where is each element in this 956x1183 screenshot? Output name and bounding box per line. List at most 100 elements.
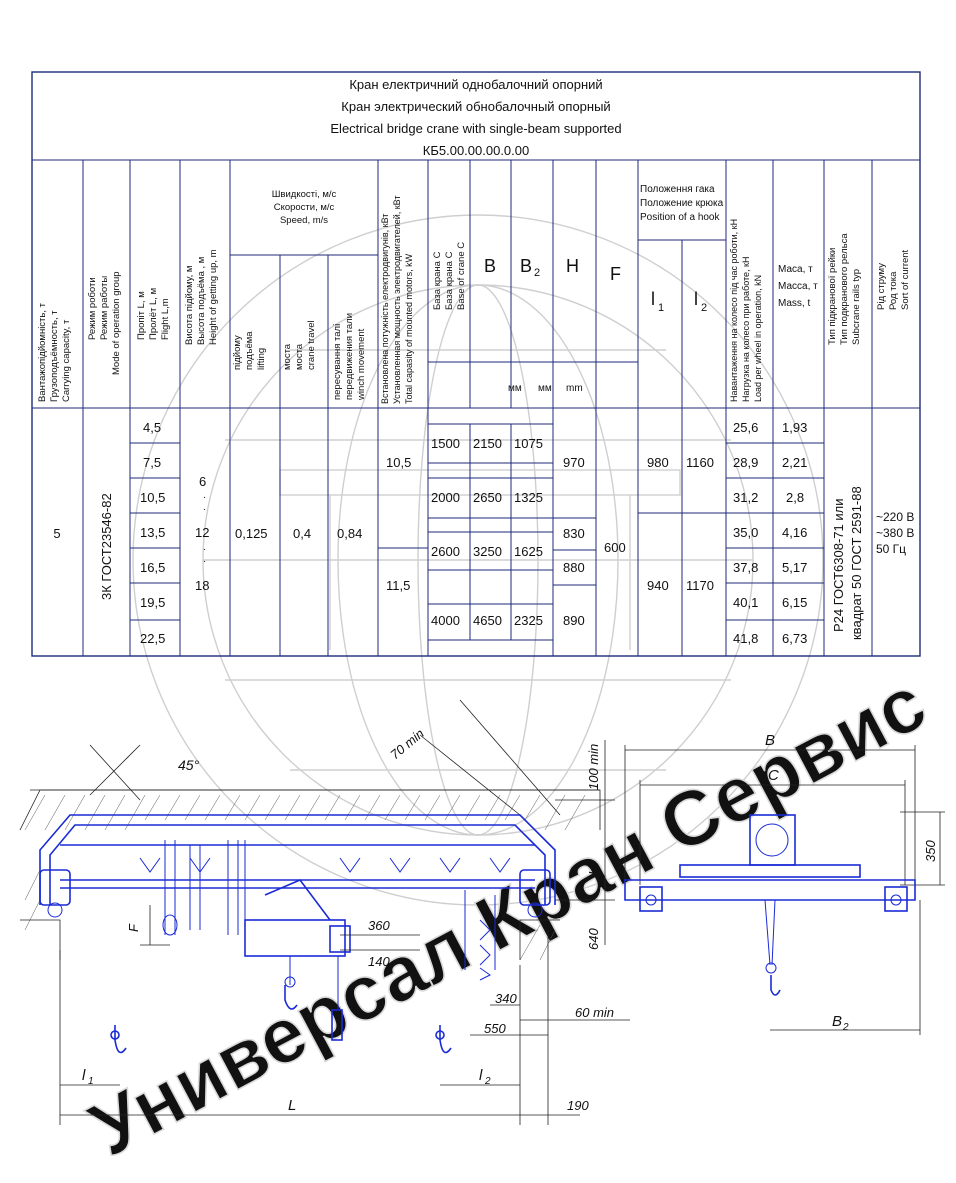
cell-mass-1: 1,93 bbox=[782, 420, 807, 435]
cell-l2-2: 1170 bbox=[686, 578, 714, 593]
svg-text:.: . bbox=[203, 490, 206, 501]
header-capacity-en: Carrying capacity, т bbox=[61, 319, 72, 402]
cell-span-1: 4,5 bbox=[143, 420, 161, 435]
cell-span-5: 16,5 bbox=[140, 560, 165, 575]
header-lifting-en: lifting bbox=[256, 348, 267, 370]
cell-base-4-B: 4650 bbox=[473, 613, 502, 628]
header-base-en: Base of crane C bbox=[456, 242, 467, 310]
dim-C: C bbox=[768, 767, 779, 784]
header-power-ru: Установленная мощность электродвигателей… bbox=[392, 195, 402, 404]
dim-550: 550 bbox=[484, 1021, 506, 1036]
dim-140: 140 bbox=[368, 954, 390, 969]
header-crane-en: crane travel bbox=[306, 320, 317, 370]
dim-F: F bbox=[126, 923, 141, 932]
header-base-ua: База крана С bbox=[432, 251, 443, 310]
watermark-seal: Универсал Кран Сервис bbox=[75, 214, 940, 1174]
header-B2-sub: 2 bbox=[534, 267, 540, 279]
cell-l1-2: 940 bbox=[647, 578, 669, 593]
header-hook-en: Position of a hook bbox=[640, 212, 720, 223]
cell-base-2-C: 2000 bbox=[431, 490, 460, 505]
cell-power-2: 11,5 bbox=[386, 578, 410, 593]
cell-H-1: 970 bbox=[563, 455, 585, 470]
spec-table bbox=[31, 71, 921, 657]
cell-base-1-C: 1500 bbox=[431, 436, 460, 451]
header-mode-ru: Режим работы bbox=[99, 276, 110, 340]
cell-mass-4: 4,16 bbox=[782, 525, 807, 540]
dim-angle: 45° bbox=[178, 757, 200, 773]
header-l2-sub: 2 bbox=[701, 302, 707, 314]
svg-text:.: . bbox=[203, 554, 206, 565]
header-winch-en: winch movement bbox=[356, 328, 367, 401]
cell-base-1-B2: 1075 bbox=[514, 436, 543, 451]
cell-rail-1: Р24 ГОСТ6308-71 или bbox=[831, 499, 846, 633]
dim-B2: B bbox=[832, 1013, 842, 1030]
header-current-ua: Рід струму bbox=[876, 263, 887, 310]
header-l1: l bbox=[651, 289, 655, 309]
cell-height-18: 18 bbox=[195, 578, 209, 593]
header-F: F bbox=[610, 264, 621, 284]
ceiling-hatch bbox=[24, 794, 586, 961]
title-en: Electrical bridge crane with single-beam… bbox=[330, 121, 621, 136]
cell-mass-7: 6,73 bbox=[782, 631, 807, 646]
cell-mode: 3К ГОСТ23546-82 bbox=[99, 493, 114, 600]
cell-load-3: 31,2 bbox=[733, 490, 758, 505]
cell-speed-crane: 0,4 bbox=[293, 526, 311, 541]
dim-l1: l bbox=[82, 1067, 86, 1084]
cell-mass-5: 5,17 bbox=[782, 560, 807, 575]
header-lifting-ua: підйому bbox=[232, 335, 243, 370]
dim-360: 360 bbox=[368, 918, 390, 933]
header-capacity-ru: Грузоподъёмность, т bbox=[49, 310, 60, 402]
cell-span-3: 10,5 bbox=[140, 490, 165, 505]
header-mass-en: Mass, t bbox=[778, 298, 810, 309]
dim-70min: 70 min bbox=[387, 726, 427, 763]
header-B2: B bbox=[520, 256, 532, 276]
cell-height-6: 6 bbox=[199, 474, 206, 489]
dim-l1-sub: 1 bbox=[88, 1076, 94, 1087]
header-capacity-ua: Вантажопідйомність, т bbox=[37, 302, 48, 402]
title-ru: Кран электрический обнобалочный опорный bbox=[341, 99, 610, 114]
header-crane-ua: моста bbox=[282, 343, 293, 370]
cell-current-1: ~220 В bbox=[876, 510, 914, 524]
cell-current-2: ~380 В bbox=[876, 526, 914, 540]
dim-B2-sub: 2 bbox=[842, 1022, 849, 1033]
header-span-ua: Пропіт L, м bbox=[136, 291, 147, 340]
cell-base-4-C: 4000 bbox=[431, 613, 460, 628]
header-power-en: Total capasity of mounted motors, kW bbox=[404, 253, 414, 404]
header-base-ru: База крана С bbox=[444, 251, 455, 310]
header-crane-ru: моста bbox=[294, 343, 305, 370]
watermark-text: Универсал Кран Сервис bbox=[76, 658, 940, 1173]
cell-speed-lift: 0,125 bbox=[235, 526, 268, 541]
dim-B: B bbox=[765, 732, 775, 749]
cell-load-7: 41,8 bbox=[733, 631, 758, 646]
cell-load-6: 40,1 bbox=[733, 595, 758, 610]
header-height-ru: Высота подъёма , м bbox=[196, 257, 207, 345]
header-load-ru: Нагрузка на колесо при работе, кН bbox=[741, 257, 751, 403]
cell-H-4: 890 bbox=[563, 613, 585, 628]
cell-load-2: 28,9 bbox=[733, 455, 758, 470]
header-height-en: Height of getting up, m bbox=[208, 249, 219, 345]
header-mode-ua: Режим роботи bbox=[87, 277, 98, 340]
header-rail-ua: Тип підкранової рейки bbox=[827, 248, 838, 345]
dim-190: 190 bbox=[567, 1098, 589, 1113]
cell-capacity: 5 bbox=[53, 526, 60, 541]
dim-350: 350 bbox=[923, 840, 938, 862]
cell-speed-winch: 0,84 bbox=[337, 526, 362, 541]
header-mass-ua: Маса, т bbox=[778, 264, 813, 275]
header-speed-ru: Скорости, м/с bbox=[274, 202, 335, 213]
dim-100min: 100 min bbox=[586, 744, 601, 790]
dim-H: H bbox=[586, 865, 601, 875]
dim-l2: l bbox=[479, 1067, 483, 1084]
header-load-ua: Навантаження на колесо під час роботи, к… bbox=[729, 219, 739, 402]
svg-text:.: . bbox=[203, 542, 206, 553]
cell-load-4: 35,0 bbox=[733, 525, 758, 540]
cell-current-3: 50 Гц bbox=[876, 542, 906, 556]
header-lifting-ru: подъёма bbox=[244, 331, 255, 370]
header-rail-en: Subcrane rails typ bbox=[851, 269, 862, 345]
svg-text:.: . bbox=[203, 502, 206, 513]
header-speed-en: Speed, m/s bbox=[280, 215, 328, 226]
header-rail-ru: Тип подкранового рельса bbox=[839, 233, 850, 345]
header-hook-ru: Положение крюка bbox=[640, 198, 724, 209]
dim-60min: 60 min bbox=[575, 1005, 614, 1020]
dim-L: L bbox=[288, 1097, 296, 1114]
cell-power-1: 10,5 bbox=[386, 455, 411, 470]
